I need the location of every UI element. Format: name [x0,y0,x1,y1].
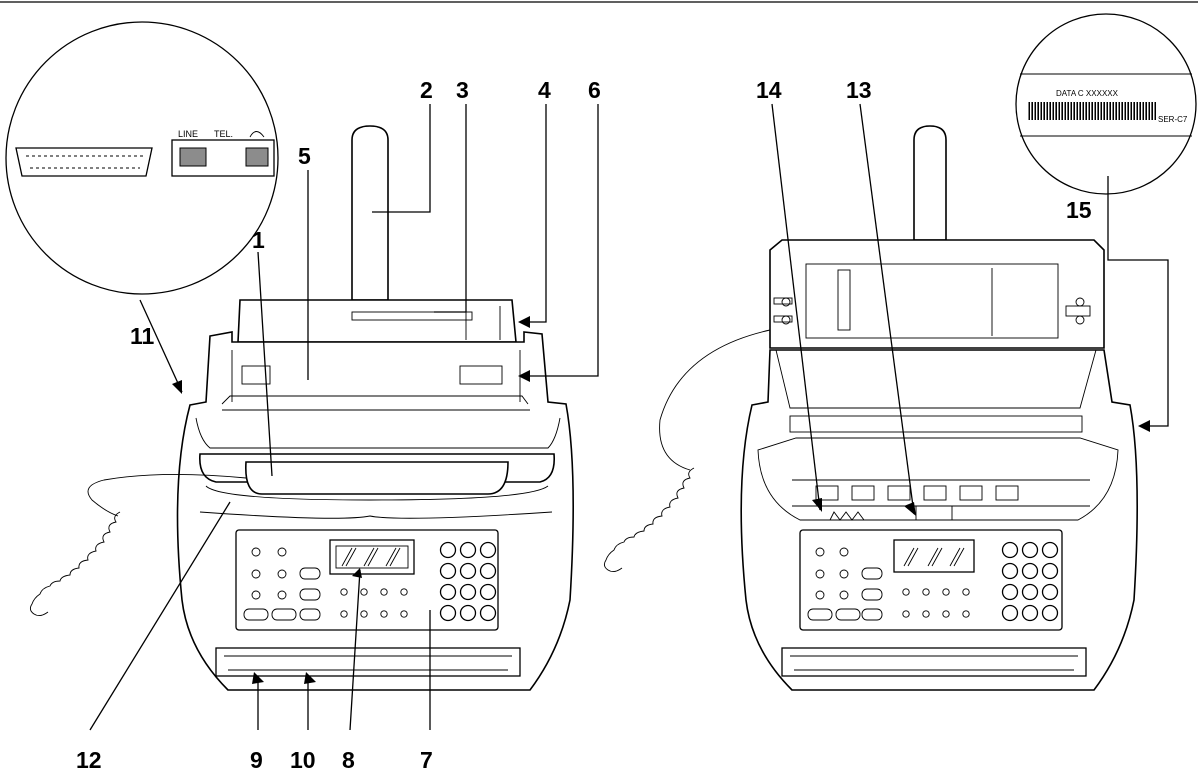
paper-exit [215,647,521,677]
callout-4: 4 [538,77,551,103]
connector-detail-circle: LINE TEL. [5,21,279,295]
serial-code-text: SER-C7 [1158,115,1188,124]
fax-front-view [29,125,574,691]
barcode [1028,102,1156,120]
tray-slot [351,311,473,321]
print-mechanism [757,437,1119,521]
open-cover [769,239,1105,349]
paper-guide-left [241,365,271,385]
callout-13: 13 [846,77,872,103]
callout-numbers: 1 2 3 4 5 6 7 8 9 10 11 12 13 14 15 [76,77,1092,773]
callout-10: 10 [290,747,316,773]
connector-panel-box [171,139,275,177]
paper-guide-right [459,365,503,385]
tel-socket [245,147,269,167]
handset-symbol-icon [249,131,265,138]
paper-support [351,125,389,301]
paper-support-rear [913,125,947,241]
handset-cord-rear [659,329,771,471]
callout-6: 6 [588,77,601,103]
handset-cord [87,474,247,517]
callout-9: 9 [250,747,263,773]
tel-label: TEL. [214,129,233,139]
fax-open-view [603,125,1138,691]
numeric-keypad [439,541,497,622]
handset [245,461,509,495]
callout-12: 12 [76,747,102,773]
coiled-cord-left [29,511,121,617]
display [329,539,415,575]
function-buttons [243,547,408,621]
line-socket [179,147,207,167]
document-tray [237,299,517,343]
control-panel-rear [799,529,1063,631]
callout-7: 7 [420,747,433,773]
serial-data-text: DATA C XXXXXX [1056,89,1119,98]
callout-15: 15 [1066,197,1092,223]
parallel-port [15,147,153,177]
fax-body [176,331,574,691]
callout-5: 5 [298,143,311,169]
callout-11: 11 [130,323,155,349]
serial-label-detail-circle: DATA C XXXXXX SER-C7 [1015,13,1197,195]
callout-1: 1 [252,227,265,253]
callout-3: 3 [456,77,469,103]
callout-2: 2 [420,77,433,103]
leader-lines [89,103,1169,731]
coiled-cord-right [603,467,695,573]
arrowheads [172,316,1150,684]
callout-8: 8 [342,747,355,773]
control-panel [235,529,499,631]
line-label: LINE [178,129,198,139]
callout-14: 14 [756,77,782,103]
